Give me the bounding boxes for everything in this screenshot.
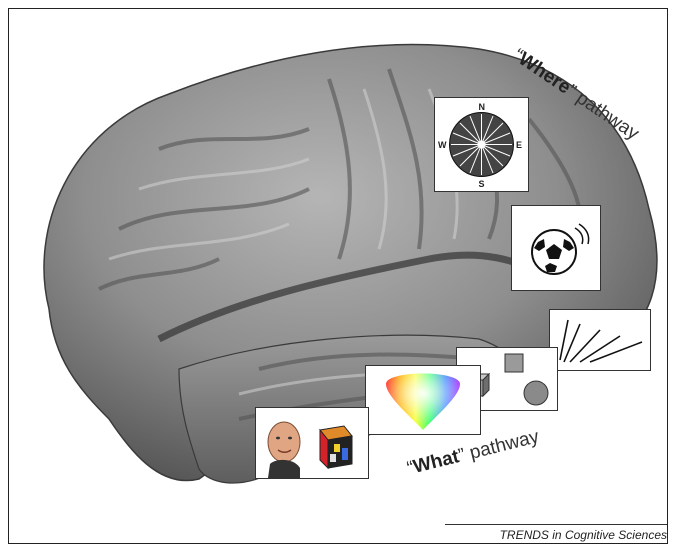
sylvian-fissure: [157, 251, 551, 343]
colored-cube: [319, 425, 353, 470]
orientation-tile: [549, 309, 651, 371]
motion-tile: [511, 205, 601, 291]
compass-tile: N S E W: [434, 97, 529, 192]
soccer-ball-icon: [531, 223, 590, 275]
compass-w: W: [438, 140, 447, 150]
color-tile: [365, 365, 481, 435]
object-tile: [255, 407, 369, 479]
compass-icon: N S E W: [438, 102, 522, 189]
figure-frame: N S E W: [8, 8, 668, 544]
compass-s: S: [479, 179, 485, 189]
compass-n: N: [479, 102, 486, 112]
oriented-lines-icon: [559, 319, 643, 363]
compass-e: E: [516, 140, 522, 150]
face-and-object-icon: [267, 421, 353, 478]
source-credit: TRENDS in Cognitive Sciences: [445, 524, 667, 542]
face-image: [267, 421, 301, 478]
color-cone-icon: [386, 373, 460, 430]
